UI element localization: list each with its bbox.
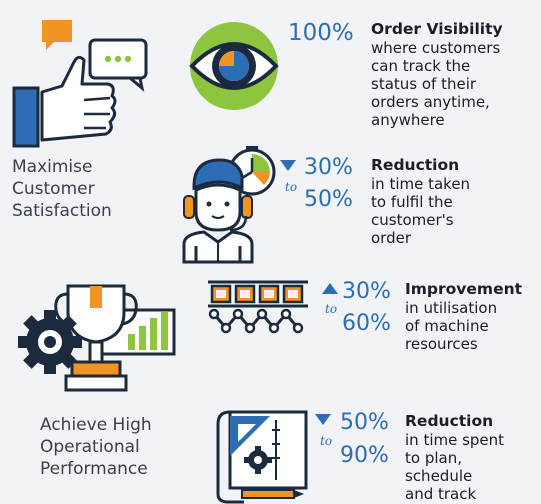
stat-description: in time taken to fulfil the customer's o… <box>371 175 470 247</box>
thumbs-up-chat-icon <box>12 20 148 148</box>
stat-percent-to: 60% <box>342 311 391 336</box>
stat-description-line: schedule <box>405 467 473 485</box>
conveyor-icon <box>208 280 308 334</box>
category-label-line: Achieve High <box>40 415 152 435</box>
stat-description-line: order <box>371 229 411 247</box>
eye-pie-icon <box>189 22 279 110</box>
stat-percent-from: 30% <box>342 279 391 304</box>
category-label-operational-performance: Achieve High Operational Performance <box>40 414 152 480</box>
range-to-label: to <box>285 180 298 194</box>
stat-description-line: orders anytime, <box>371 93 490 111</box>
stat-title: Reduction <box>371 156 460 174</box>
decrease-arrow-icon <box>315 414 331 425</box>
agent-clock-icon <box>182 146 276 264</box>
stat-description-line: of machine <box>405 317 489 335</box>
category-label-line: Operational <box>40 437 140 457</box>
category-label-line: Performance <box>40 459 148 479</box>
stat-description-line: in time spent <box>405 431 505 449</box>
stat-description-line: can track the <box>371 57 471 75</box>
stat-description-line: to fulfil the <box>371 193 453 211</box>
stat-description-line: to plan, <box>405 449 462 467</box>
range-to-label: to <box>325 302 338 316</box>
stat-description: in utilisation of machine resources <box>405 299 497 353</box>
category-label-line: Maximise <box>12 157 93 177</box>
stat-description-line: in utilisation <box>405 299 498 317</box>
decrease-arrow-icon <box>280 160 296 171</box>
category-label-line: Customer <box>12 179 95 199</box>
stat-title: Order Visibility <box>371 20 503 38</box>
stat-description-line: resources <box>405 335 478 353</box>
range-to-label: to <box>320 434 333 448</box>
stat-description-line: customer's <box>371 211 454 229</box>
blueprint-gear-icon <box>216 410 308 504</box>
stat-description-line: anywhere <box>371 111 445 129</box>
stat-title: Reduction <box>405 412 494 430</box>
gear-trophy-icon <box>18 284 176 392</box>
stat-percent-to: 50% <box>304 187 353 212</box>
increase-arrow-icon <box>322 283 338 294</box>
category-label-customer-satisfaction: Maximise Customer Satisfaction <box>12 156 112 222</box>
stat-percent: 100% <box>288 20 354 46</box>
stat-percent-from: 50% <box>340 410 389 435</box>
stat-description: where customers can track the status of … <box>371 39 500 129</box>
category-label-line: Satisfaction <box>12 201 112 221</box>
stat-percent-to: 90% <box>340 443 389 468</box>
stat-description: in time spent to plan, schedule and trac… <box>405 431 504 503</box>
stat-percent-from: 30% <box>304 155 353 180</box>
stat-description-line: in time taken <box>371 175 471 193</box>
stat-description-line: and track <box>405 485 477 503</box>
stat-title: Improvement <box>405 280 523 298</box>
stat-description-line: status of their <box>371 75 477 93</box>
stat-description-line: where customers <box>371 39 501 57</box>
